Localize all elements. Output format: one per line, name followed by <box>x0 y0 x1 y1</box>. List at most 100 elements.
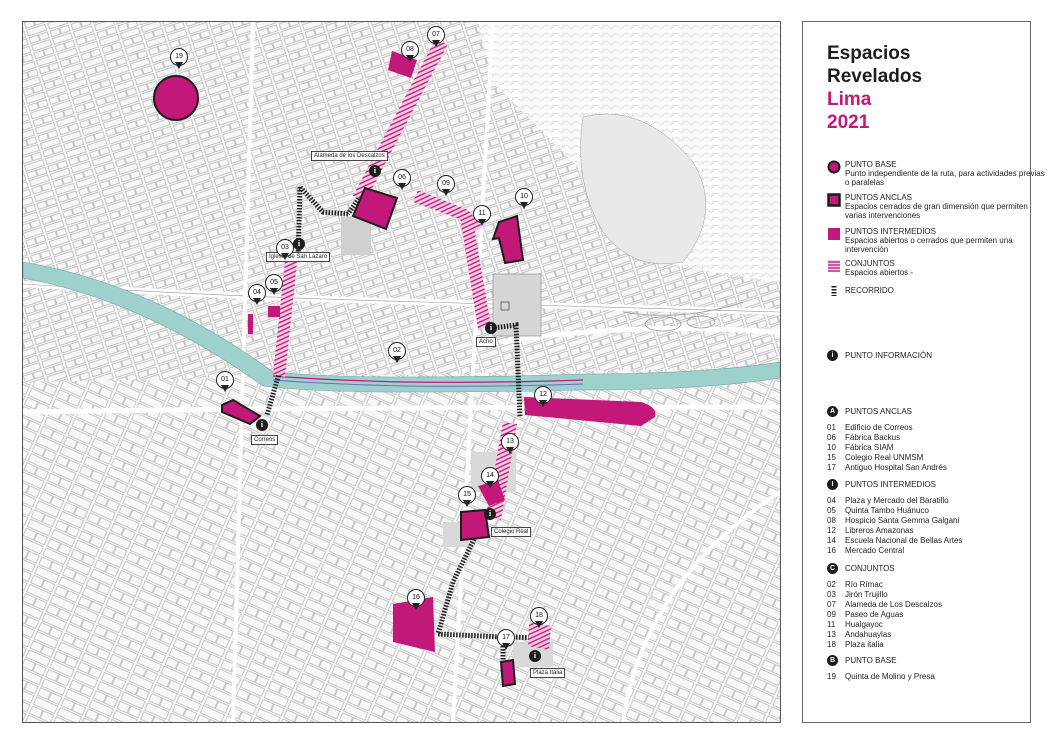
pin-07-label: 07 <box>427 26 445 44</box>
title-line-1: Espacios <box>827 43 911 64</box>
label-alameda: Alameda de los Descalzos <box>311 151 388 161</box>
pin-16[interactable]: 16 <box>407 589 425 611</box>
avenue-north-edge <box>23 283 780 313</box>
highway-east <box>502 326 780 345</box>
pin-17[interactable]: 17 <box>497 629 515 651</box>
item-num: 14 <box>827 536 836 545</box>
label-acho: Acho <box>476 337 496 347</box>
map-canvas[interactable]: Alameda de los Descalzos Iglesia de San … <box>22 21 781 723</box>
pin-08-tip <box>406 55 414 62</box>
plaza-acho-block <box>492 273 542 337</box>
item-name: Mercado Central <box>845 546 905 555</box>
pin-18-tip <box>535 621 543 628</box>
item-num: 07 <box>827 600 836 609</box>
pin-03-tip <box>281 253 289 260</box>
info-point-correos[interactable]: i <box>256 419 268 431</box>
pin-16-tip <box>412 603 420 610</box>
punto-17[interactable] <box>499 658 517 688</box>
legend-puntos-anclas-head: PUNTOS ANCLAS <box>845 193 912 202</box>
pin-15[interactable]: 15 <box>458 486 476 508</box>
pin-13-tip <box>506 447 514 454</box>
item-name: Edificio de Correos <box>845 423 913 432</box>
conjunto-03-trujillo <box>273 262 297 377</box>
item-name: Alameda de Los Descalzos <box>845 600 942 609</box>
info-point-colegio[interactable]: i <box>484 508 496 520</box>
punto-04[interactable] <box>248 314 253 334</box>
label-plaza-italia: Plaza Italia <box>530 668 566 678</box>
road-southeast <box>621 490 780 722</box>
pin-12[interactable]: 12 <box>534 386 552 408</box>
legend-panel: Espacios Revelados Lima 2021 PUNTO BASE … <box>802 21 1045 723</box>
info-point-plaza-italia[interactable]: i <box>529 650 541 662</box>
pin-05-tip <box>270 288 278 295</box>
badge-a-icon: A <box>827 406 838 417</box>
pin-04[interactable]: 04 <box>248 284 266 306</box>
conjunto-11-hualgayoc <box>460 217 491 329</box>
info-point-alameda[interactable]: i <box>369 165 381 177</box>
badge-c-icon: C <box>827 563 838 574</box>
punto-16[interactable] <box>393 597 435 652</box>
punto-12[interactable] <box>524 397 656 426</box>
circle-icon <box>827 160 841 174</box>
pin-12-label: 12 <box>534 386 552 404</box>
legend-info-point-label: PUNTO INFORMACIÓN <box>845 351 932 360</box>
punto-01[interactable] <box>221 398 262 426</box>
title-line-3: Lima <box>827 89 872 110</box>
item-name: Plaza italia <box>845 640 884 649</box>
item-num: 05 <box>827 506 836 515</box>
punto-14[interactable] <box>478 480 505 506</box>
section-base-title: PUNTO BASE <box>845 656 897 665</box>
pin-01[interactable]: 01 <box>216 371 234 393</box>
pin-06[interactable]: 06 <box>393 169 411 191</box>
item-num: 02 <box>827 580 836 589</box>
pin-02[interactable]: 02 <box>388 342 406 364</box>
legend-conjuntos-head: CONJUNTOS <box>845 259 895 268</box>
pin-08[interactable]: 08 <box>401 41 419 63</box>
legend-punto-base-desc: Punto independiente de la ruta, para act… <box>845 169 1045 187</box>
legend-puntos-anclas-desc: Espacios cerrados de gran dimensión que … <box>845 202 1028 220</box>
item-num: 19 <box>827 672 836 681</box>
item-num: 01 <box>827 423 836 432</box>
item-name: Libreros Amazonas <box>845 526 914 535</box>
pin-10[interactable]: 10 <box>515 188 533 210</box>
item-num: 18 <box>827 640 836 649</box>
item-num: 08 <box>827 516 836 525</box>
item-num: 17 <box>827 463 836 472</box>
pin-05[interactable]: 05 <box>265 274 283 296</box>
punto-05[interactable] <box>268 306 280 317</box>
pin-14[interactable]: 14 <box>481 467 499 489</box>
pin-07[interactable]: 07 <box>427 26 445 48</box>
outlined-square-icon <box>827 193 841 207</box>
item-name: Antiguo Hospital San Andrés <box>845 463 947 472</box>
pin-03[interactable]: 03 <box>276 239 294 261</box>
acho-marker <box>500 301 510 311</box>
item-num: 04 <box>827 496 836 505</box>
legend-conjuntos-desc: Espacios abiertos - <box>845 268 914 277</box>
info-point-iglesia[interactable]: i <box>293 238 305 250</box>
info-point-acho[interactable]: i <box>485 322 497 334</box>
punto-06[interactable] <box>351 186 399 231</box>
pin-09[interactable]: 09 <box>437 175 455 197</box>
item-name: Hualgayoc <box>845 620 883 629</box>
section-conjuntos-title: CONJUNTOS <box>845 564 895 573</box>
legend-punto-base-head: PUNTO BASE <box>845 160 897 169</box>
pin-06-tip <box>398 183 406 190</box>
punto-base-19[interactable] <box>153 75 199 121</box>
item-name: Quinta de Molino y Presa <box>845 672 935 681</box>
pin-11[interactable]: 11 <box>473 205 491 227</box>
punto-10[interactable] <box>491 214 525 265</box>
pin-09-tip <box>442 189 450 196</box>
punto-15[interactable] <box>460 508 491 542</box>
item-name: Fábrica Backus <box>845 433 901 442</box>
item-name: Jirón Trujillo <box>845 590 888 599</box>
pin-18[interactable]: 18 <box>530 607 548 629</box>
pin-19[interactable]: 19 <box>170 48 188 70</box>
pin-19-label: 19 <box>170 48 188 66</box>
item-num: 03 <box>827 590 836 599</box>
city-blocks-south <box>23 367 780 722</box>
info-badge-icon: i <box>827 350 838 361</box>
conjunto-18-plaza-italia <box>528 622 551 650</box>
legend-puntos-intermedios-head: PUNTOS INTERMEDIOS <box>845 227 936 236</box>
pin-13[interactable]: 13 <box>501 433 519 455</box>
item-name: Quinta Tambo Huánuco <box>845 506 929 515</box>
